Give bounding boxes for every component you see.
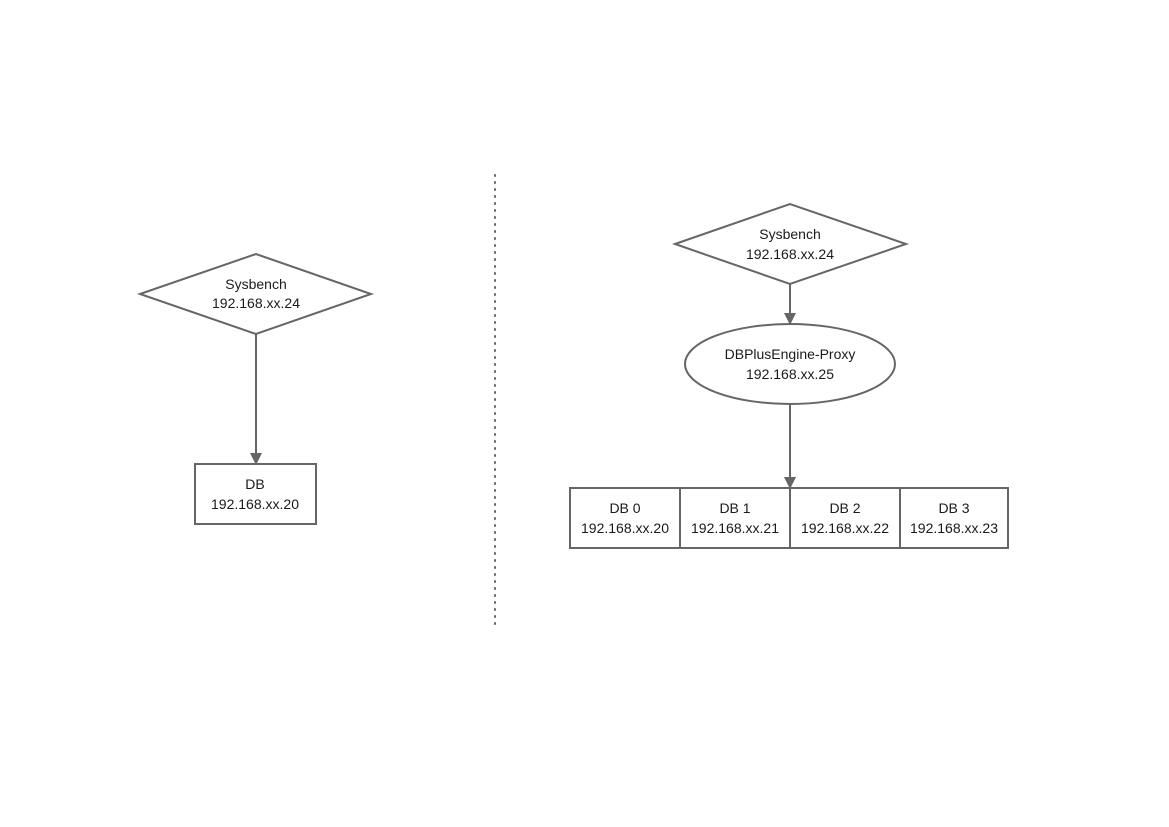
db-shard-0[interactable]: DB 0 192.168.xx.20 [569, 487, 681, 549]
node-ip: 192.168.xx.21 [691, 520, 779, 536]
node-label: DB 0 [609, 500, 640, 516]
db-shard-1[interactable]: DB 1 192.168.xx.21 [679, 487, 791, 549]
node-ip: 192.168.xx.20 [581, 520, 669, 536]
proxy-node[interactable]: DBPlusEngine-Proxy 192.168.xx.25 [684, 323, 896, 405]
node-label: Sysbench [225, 276, 286, 292]
node-label: DBPlusEngine-Proxy [725, 346, 856, 362]
node-label: DB 3 [938, 500, 969, 516]
proxy-to-db-arrow [784, 404, 796, 489]
db-shard-2[interactable]: DB 2 192.168.xx.22 [789, 487, 901, 549]
node-label: DB [245, 476, 264, 492]
left-db-node[interactable]: DB 192.168.xx.20 [194, 463, 317, 525]
node-ip: 192.168.xx.20 [211, 496, 299, 512]
node-ip: 192.168.xx.22 [801, 520, 889, 536]
left-arrow [250, 334, 262, 465]
node-label: DB 2 [829, 500, 860, 516]
db-shard-3[interactable]: DB 3 192.168.xx.23 [899, 487, 1009, 549]
node-ip: 192.168.xx.23 [910, 520, 998, 536]
node-ip: 192.168.xx.24 [212, 295, 300, 311]
node-ip: 192.168.xx.24 [746, 246, 834, 262]
node-ip: 192.168.xx.25 [746, 366, 834, 382]
right-sysbench-node[interactable]: Sysbench 192.168.xx.24 [671, 202, 910, 286]
node-label: Sysbench [759, 226, 820, 242]
left-sysbench-node[interactable]: Sysbench 192.168.xx.24 [136, 252, 375, 336]
node-label: DB 1 [719, 500, 750, 516]
sysbench-to-proxy-arrow [784, 284, 796, 325]
